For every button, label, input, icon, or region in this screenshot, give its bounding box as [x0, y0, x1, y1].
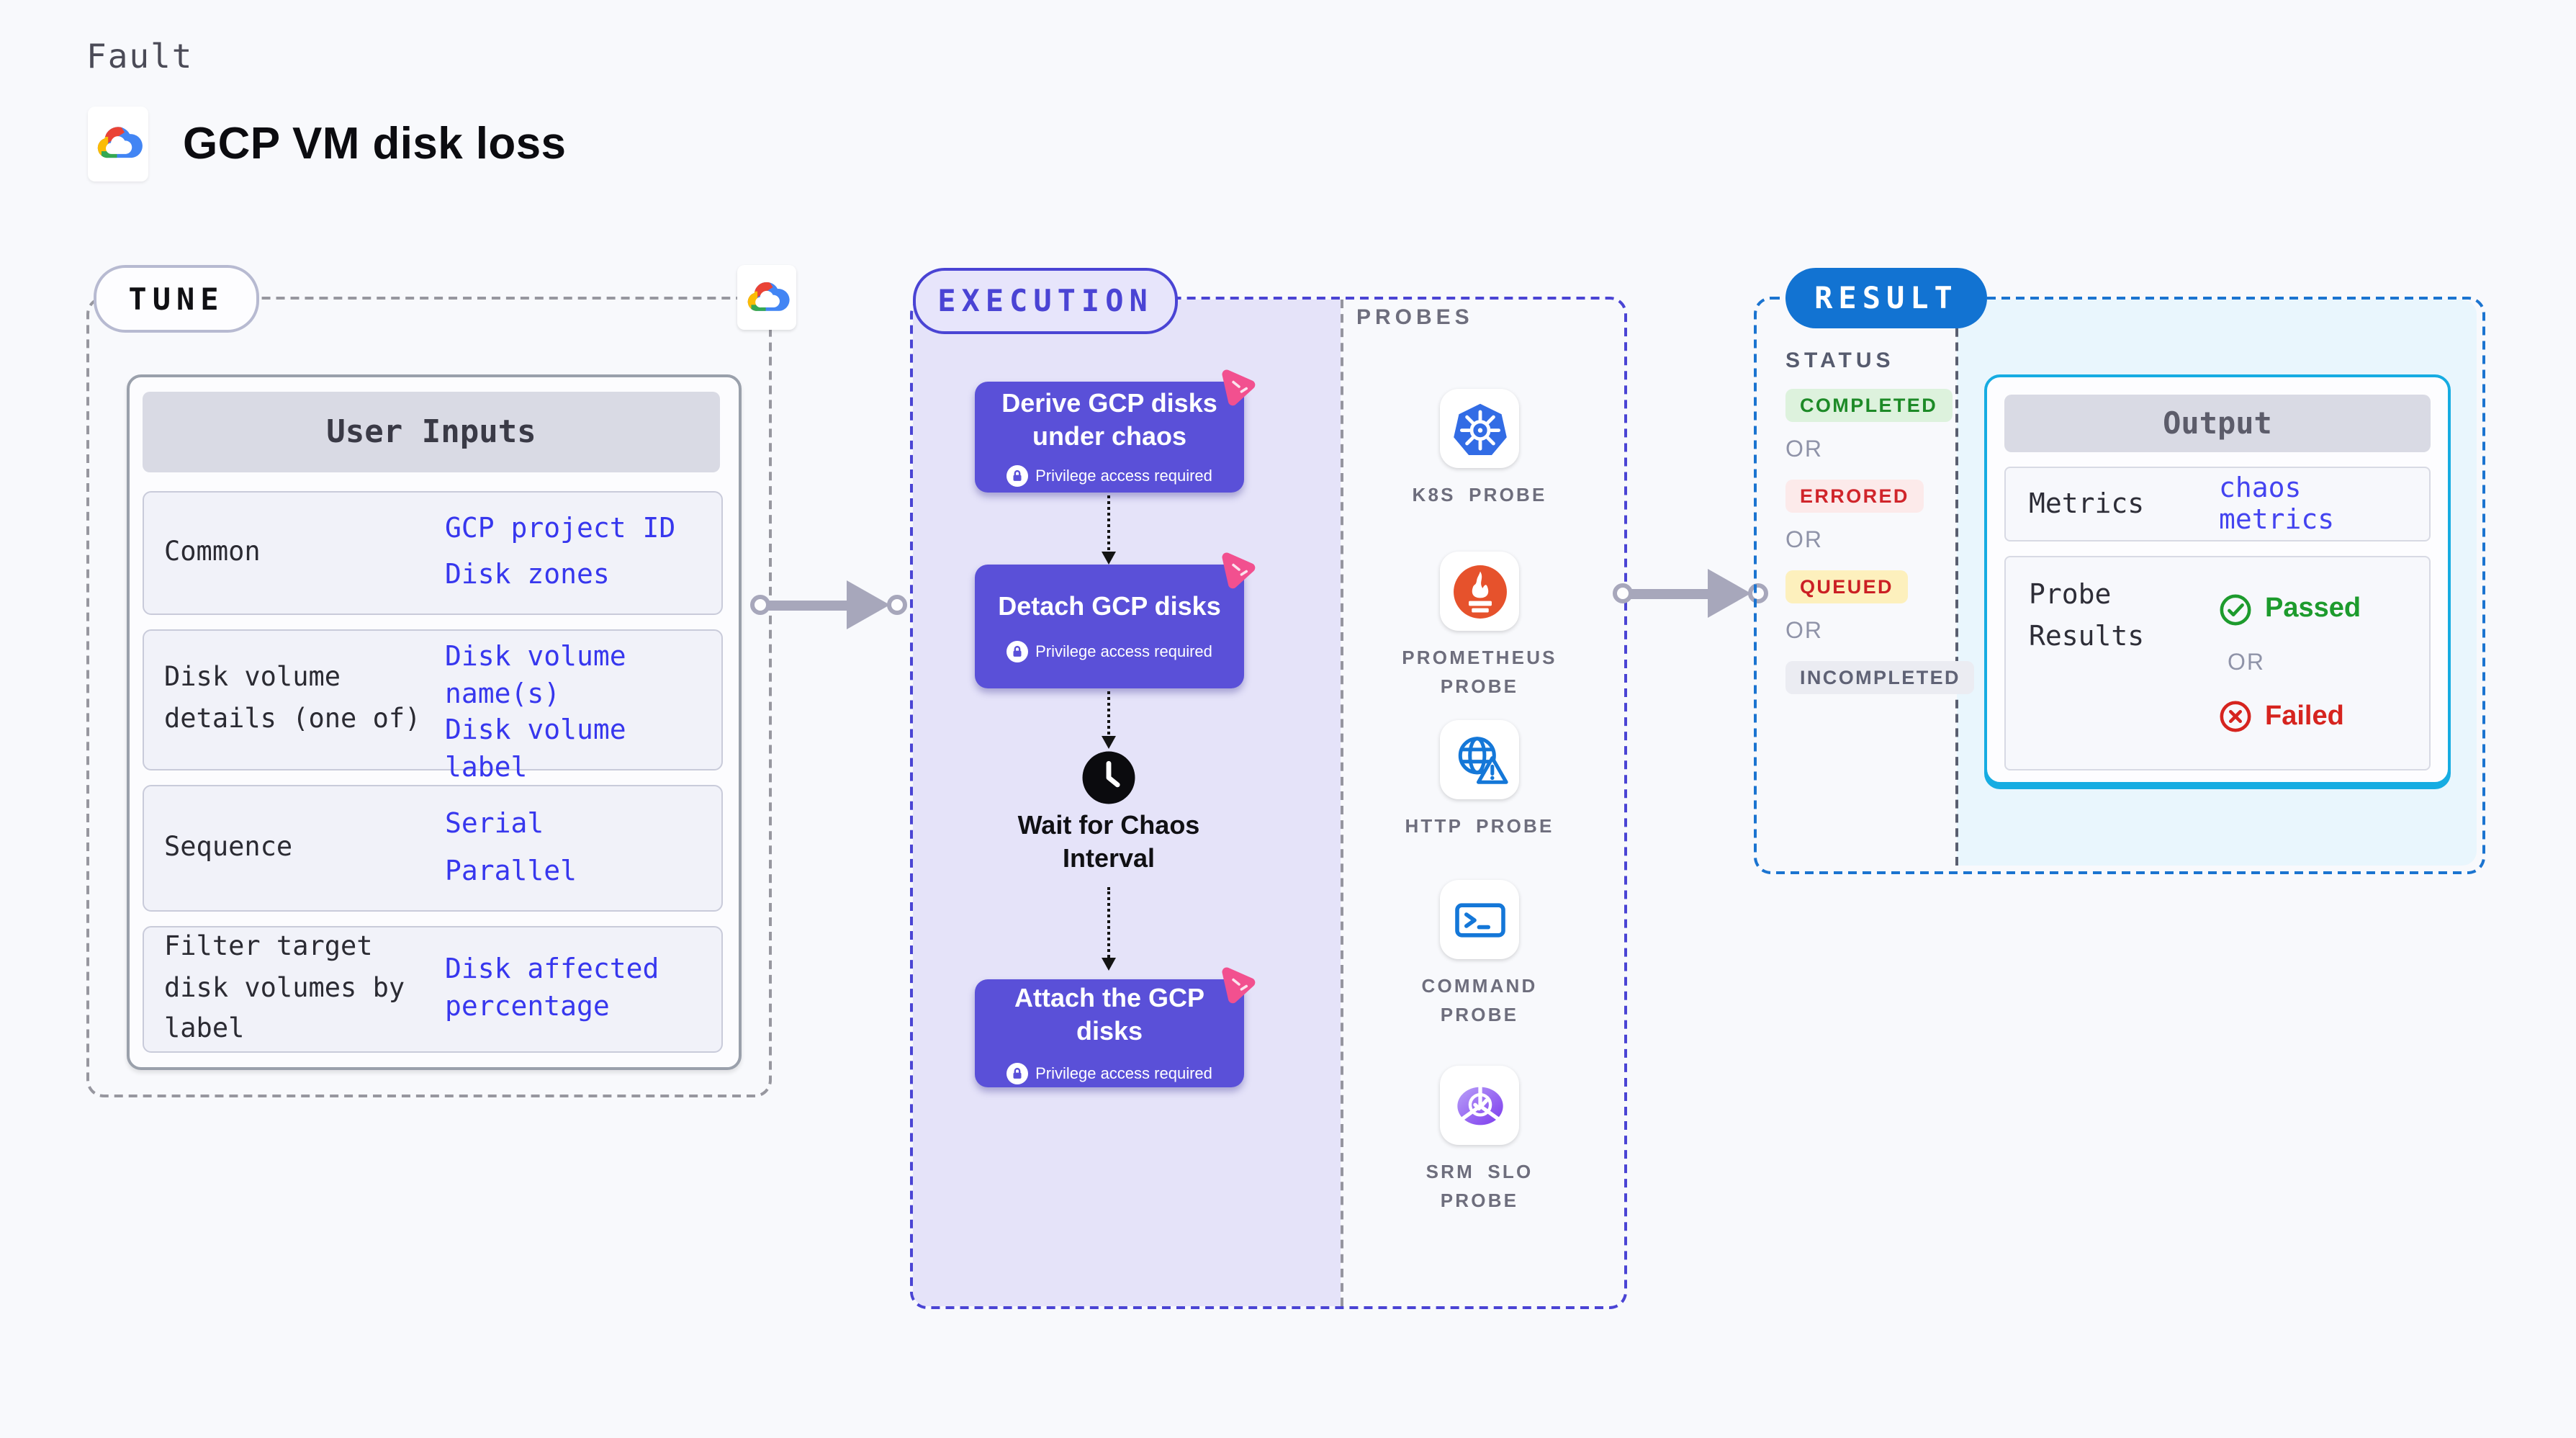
or-separator: OR [1785, 529, 1823, 553]
output-card: Output Metrics chaos metrics Probe Resul… [1984, 374, 2451, 785]
tune-section-box [86, 297, 772, 1097]
kubernetes-icon [1440, 389, 1519, 468]
prometheus-icon [1440, 552, 1519, 631]
result-status-divider [1955, 300, 1958, 866]
wait-step-label: Wait for Chaos Interval [1017, 811, 1200, 873]
probe-result-failed: Failed [2265, 701, 2344, 732]
gcp-target-card [737, 265, 796, 330]
privilege-note: Privilege access required [1035, 1065, 1212, 1082]
metrics-label: Metrics [2029, 487, 2145, 520]
probe-results-label: Probe Results [2029, 579, 2145, 652]
row-value: Serial [445, 807, 544, 840]
x-circle-icon [2220, 701, 2251, 732]
status-badge-incompleted: INCOMPLETED [1785, 661, 1975, 694]
http-globe-icon [1440, 720, 1519, 799]
execution-badge: EXECUTION [913, 268, 1178, 334]
probe-k8s: K8S PROBE [1338, 389, 1621, 510]
execution-probes-divider [1341, 300, 1343, 1306]
row-value: Disk zones [445, 559, 610, 591]
metrics-value: chaos metrics [2219, 472, 2335, 536]
row-value: Disk volume name(s) [445, 641, 626, 710]
litmus-chaos-icon [1217, 365, 1260, 408]
row-value: Parallel [445, 855, 577, 887]
user-input-row: Filter target disk volumes by label Disk… [143, 926, 723, 1053]
status-badge-completed: COMPLETED [1785, 389, 1953, 422]
probe-prometheus: PROMETHEUS PROBE [1338, 552, 1621, 702]
user-input-row: Sequence Serial Parallel [143, 785, 723, 912]
probe-http: HTTP PROBE [1338, 720, 1621, 841]
result-section-box [1754, 297, 2485, 874]
row-label: Sequence [164, 832, 293, 863]
check-circle-icon [2220, 594, 2251, 625]
or-separator: OR [2228, 650, 2265, 675]
gcp-cloud-icon [92, 122, 144, 166]
probe-label: PROMETHEUS PROBE [1402, 647, 1557, 698]
lock-icon [1006, 1063, 1029, 1084]
probe-srm-slo: SRM SLO PROBE [1338, 1066, 1621, 1216]
row-value: Disk volume label [445, 714, 626, 783]
lock-icon [1006, 465, 1029, 487]
row-label: Disk volume details (one of) [164, 662, 421, 734]
connector-arrow [1101, 495, 1115, 565]
connector-arrow [1101, 887, 1115, 971]
clock-icon [1082, 751, 1135, 804]
output-header: Output [2004, 395, 2431, 452]
step-label: Attach the GCP disks [1014, 984, 1204, 1045]
step-label: Derive GCP disks under chaos [1001, 389, 1217, 450]
privilege-note: Privilege access required [1035, 643, 1212, 661]
metrics-row: Metrics chaos metrics [2004, 467, 2431, 542]
step-attach-gcp-disks: Attach the GCP disks Privilege access re… [975, 979, 1244, 1087]
or-separator: OR [1785, 438, 1823, 462]
probe-label: HTTP PROBE [1405, 815, 1554, 837]
probe-result-passed: Passed [2265, 593, 2361, 624]
row-value: GCP project ID [445, 512, 676, 544]
privilege-note: Privilege access required [1035, 467, 1212, 485]
connector-arrow [1101, 691, 1115, 749]
litmus-chaos-icon [1217, 548, 1260, 590]
gcp-logo-card [88, 107, 148, 181]
page-title: GCP VM disk loss [183, 118, 567, 168]
step-label: Detach GCP disks [998, 591, 1221, 621]
probe-label: COMMAND PROBE [1421, 975, 1538, 1026]
user-inputs-header: User Inputs [143, 392, 720, 472]
row-value: Disk affected percentage [445, 953, 659, 1023]
step-detach-gcp-disks: Detach GCP disks Privilege access requir… [975, 565, 1244, 688]
status-badge-queued: QUEUED [1785, 570, 1908, 603]
status-badge-errored: ERRORED [1785, 480, 1924, 513]
row-label: Common [164, 536, 261, 567]
srm-slo-icon [1440, 1066, 1519, 1145]
litmus-chaos-icon [1217, 963, 1260, 1005]
or-separator: OR [1785, 619, 1823, 644]
user-input-row: Common GCP project ID Disk zones [143, 491, 723, 615]
probe-command: COMMAND PROBE [1338, 880, 1621, 1030]
status-column: STATUS COMPLETED OR ERRORED OR QUEUED OR… [1785, 349, 1975, 694]
probes-heading: PROBES [1356, 305, 1474, 330]
gcp-cloud-icon [743, 277, 791, 318]
user-input-row: Disk volume details (one of) Disk volume… [143, 629, 723, 783]
fault-kicker: Fault [86, 39, 194, 76]
status-heading: STATUS [1785, 349, 1895, 373]
terminal-icon [1440, 880, 1519, 959]
lock-icon [1006, 641, 1029, 663]
tune-badge: TUNE [94, 265, 259, 333]
probe-label: K8S PROBE [1412, 484, 1547, 505]
row-label: Filter target disk volumes by label [164, 932, 405, 1045]
result-badge: RESULT [1785, 268, 1987, 328]
probe-label: SRM SLO PROBE [1426, 1161, 1534, 1212]
probe-results-row: Probe Results Passed OR Failed [2004, 556, 2431, 770]
step-derive-gcp-disks: Derive GCP disks under chaos Privilege a… [975, 382, 1244, 493]
